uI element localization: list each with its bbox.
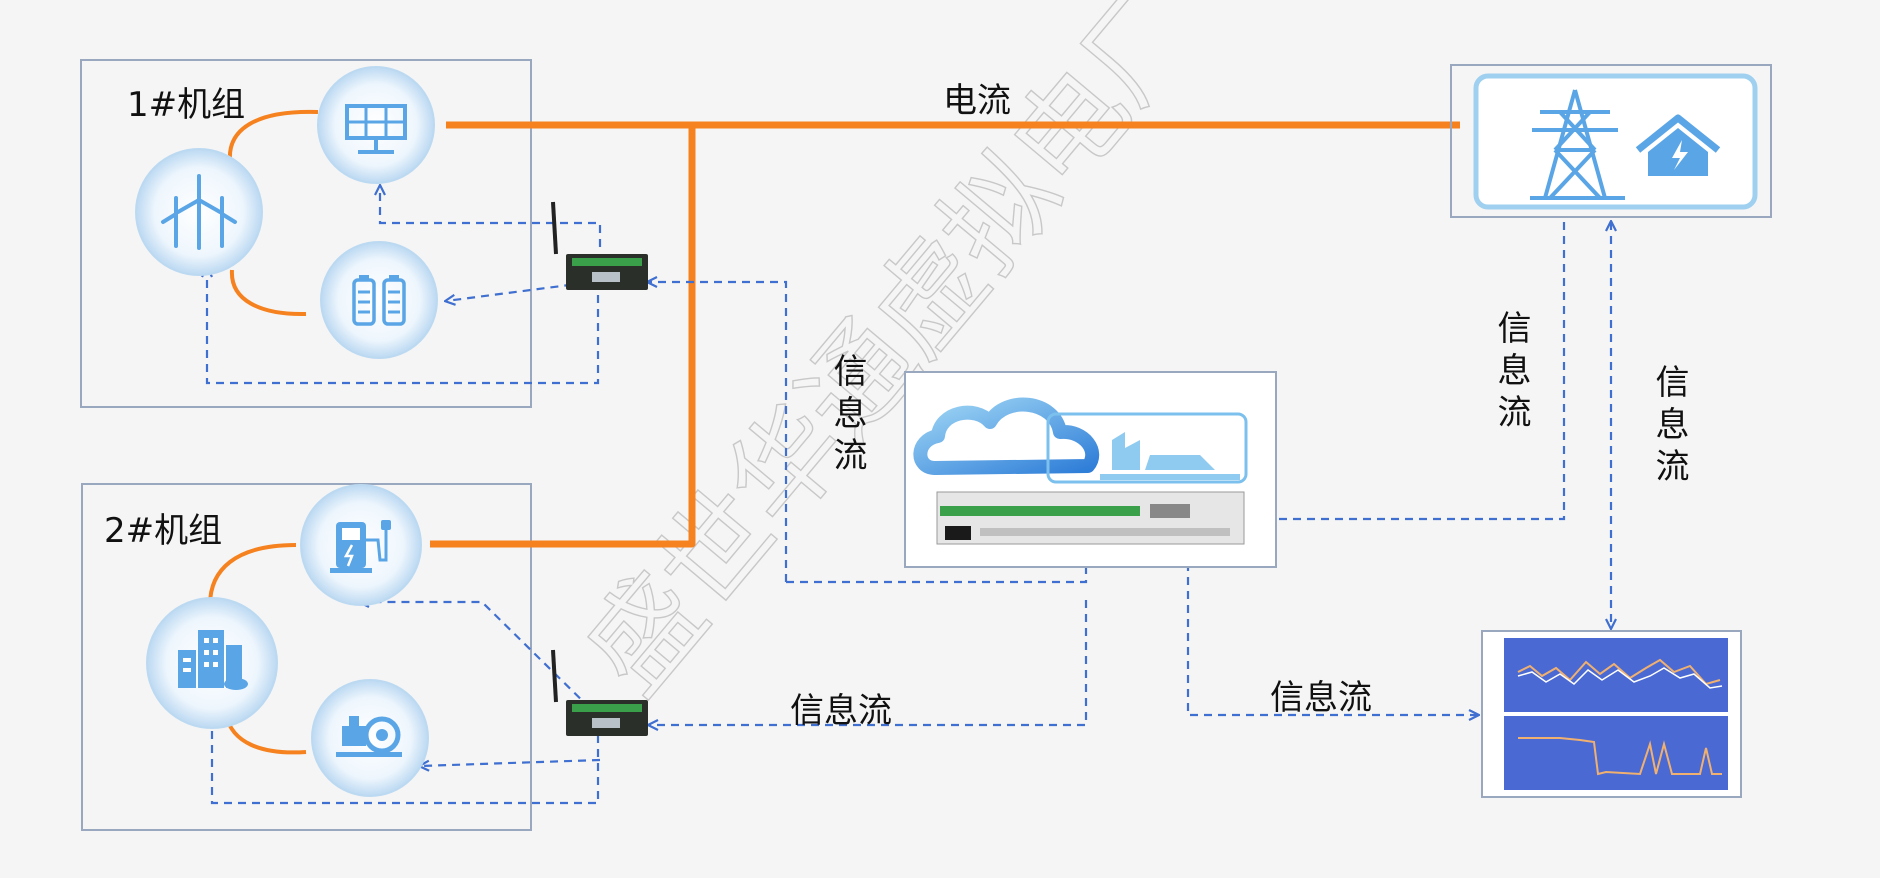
power-lines (430, 121, 1460, 548)
info-flow-label-right: 信息流 (1649, 364, 1689, 490)
info-flow-label-monitor: 信息流 (1270, 678, 1372, 718)
grid-box (1450, 64, 1772, 218)
pump-motor-icon (311, 679, 429, 797)
ev-charger-icon (300, 484, 422, 606)
solar-panel-icon (317, 66, 435, 184)
info-flow-label-bottom: 信息流 (790, 691, 892, 731)
unit1-label: 1#机组 (127, 85, 246, 125)
wind-turbine-icon (135, 148, 263, 276)
power-flow-label: 电流 (943, 81, 1011, 121)
server-rack-icon (936, 491, 1245, 545)
unit2-label: 2#机组 (104, 511, 223, 551)
unit1-box (80, 59, 532, 408)
info-flow-label-left: 信息流 (827, 353, 867, 479)
trend-chart-icon (1481, 630, 1742, 798)
battery-icon (320, 241, 438, 359)
info-flow-label-grid: 信息流 (1491, 310, 1531, 436)
smart-home-icon (1635, 114, 1721, 176)
rtu-gateway-icon (551, 201, 648, 290)
cloud-icon (913, 397, 1100, 475)
factory-icon (1046, 412, 1248, 484)
rtu-gateway-icon (551, 649, 648, 736)
unit2-box (81, 483, 532, 831)
building-icon (146, 597, 278, 729)
watermark: 盛世华通虚拟电厂 (562, 0, 1226, 717)
power-tower-icon (1530, 89, 1625, 200)
